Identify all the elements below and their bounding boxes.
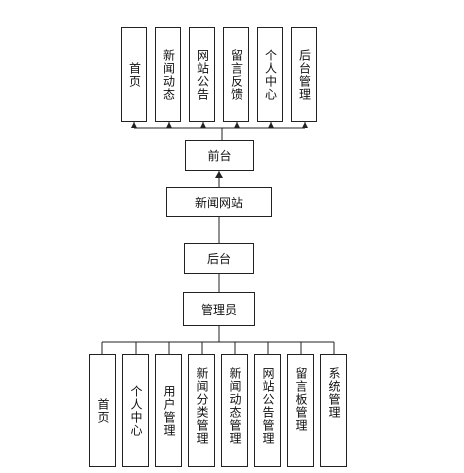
top-module-announcement: 网站公告 bbox=[189, 27, 215, 122]
bottom-module-news-dynamics-label: 新闻动态管理 bbox=[228, 367, 242, 445]
top-module-home: 首页 bbox=[121, 27, 147, 122]
top-module-feedback: 留言反馈 bbox=[223, 27, 249, 122]
bottom-module-message-board: 留言板管理 bbox=[287, 354, 314, 467]
top-module-personal-center-label: 个人中心 bbox=[263, 48, 278, 101]
back-label: 后台 bbox=[206, 252, 231, 266]
bottom-module-personal-center: 个人中心 bbox=[122, 354, 149, 467]
bottom-module-user-management-label: 用户管理 bbox=[162, 384, 176, 437]
front-box: 前台 bbox=[185, 140, 254, 171]
bottom-module-personal-center-label: 个人中心 bbox=[129, 384, 143, 437]
top-module-news-label: 新闻动态 bbox=[161, 48, 176, 101]
top-module-personal-center: 个人中心 bbox=[257, 27, 283, 122]
front-label: 前台 bbox=[207, 149, 232, 163]
admin-label: 管理员 bbox=[200, 302, 237, 317]
top-module-backend-label: 后台管理 bbox=[297, 48, 312, 101]
bottom-module-announcement: 网站公告管理 bbox=[254, 354, 281, 467]
bottom-module-home: 首页 bbox=[89, 354, 116, 467]
bottom-module-system-label: 系统管理 bbox=[327, 367, 341, 419]
bottom-module-user-management: 用户管理 bbox=[155, 354, 182, 467]
top-module-announcement-label: 网站公告 bbox=[195, 48, 210, 101]
top-module-feedback-label: 留言反馈 bbox=[229, 48, 244, 101]
bottom-module-message-board-label: 留言板管理 bbox=[294, 367, 308, 432]
admin-box: 管理员 bbox=[183, 292, 255, 326]
bottom-module-news-dynamics: 新闻动态管理 bbox=[221, 354, 248, 467]
bottom-module-home-label: 首页 bbox=[96, 397, 110, 424]
top-module-home-label: 首页 bbox=[127, 61, 142, 88]
site-label: 新闻网站 bbox=[194, 195, 243, 210]
back-box: 后台 bbox=[184, 243, 254, 274]
site-box: 新闻网站 bbox=[166, 187, 272, 217]
bottom-module-announcement-label: 网站公告管理 bbox=[261, 367, 275, 445]
bottom-module-system: 系统管理 bbox=[320, 354, 347, 467]
bottom-module-news-category-label: 新闻分类管理 bbox=[195, 367, 209, 445]
bottom-module-news-category: 新闻分类管理 bbox=[188, 354, 215, 467]
top-module-backend: 后台管理 bbox=[291, 27, 317, 122]
top-module-news: 新闻动态 bbox=[155, 27, 181, 122]
